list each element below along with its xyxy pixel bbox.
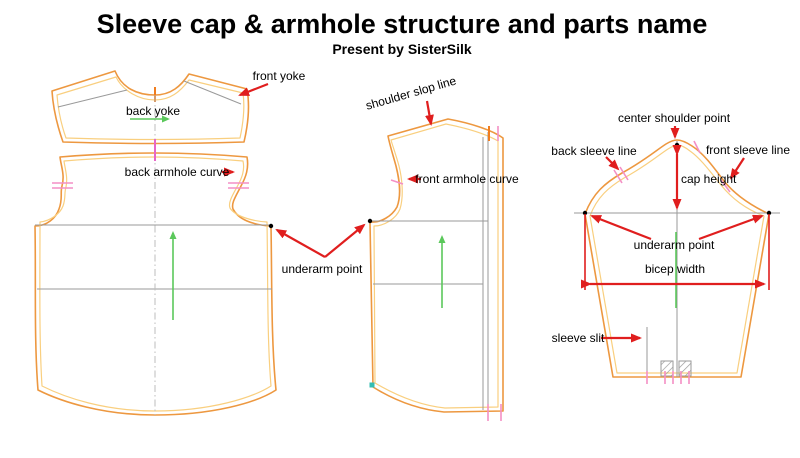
front-bodice-piece [367, 118, 504, 421]
underarm-arrow-left [275, 229, 326, 258]
back-cap-notch [613, 166, 629, 184]
page-subtitle: Present by SisterSilk [332, 41, 472, 57]
underarm-point-sleeve-label: underarm point [634, 238, 715, 252]
sleeve-piece [574, 139, 780, 384]
shoulder-seam-line-right [183, 80, 242, 105]
underarm-point-bodice-label: underarm point [282, 262, 363, 276]
sleeve-underarm-arrow-right [698, 214, 764, 241]
bicep-width-label: bicep width [645, 262, 705, 276]
sleeve-underarm-dot-left [582, 210, 588, 216]
back-sleeve-arrow [605, 156, 620, 171]
back-yoke-piece [51, 70, 250, 145]
cuff-notches [646, 371, 690, 384]
back-armhole-curve-label: back armhole curve [125, 165, 230, 179]
front-cap-notch-mid [720, 179, 731, 193]
cap-height-label: cap height [681, 172, 737, 186]
front-sleeve-arrow [729, 157, 745, 180]
pleat-mark-2 [678, 360, 692, 377]
back-bodice-outline [34, 152, 277, 416]
back-yoke-label: back yoke [126, 104, 180, 118]
front-sleeve-line-label: front sleeve line [706, 143, 790, 157]
front-cap-notch-top [693, 140, 701, 154]
page-title: Sleeve cap & armhole structure and parts… [97, 9, 708, 39]
front-bodice-outline [369, 118, 504, 413]
center-shoulder-dot [674, 142, 680, 148]
part-labels: front yoke back yoke back armhole curve … [125, 69, 791, 345]
pleat-mark-1 [660, 360, 674, 377]
front-armhole-notch [390, 179, 404, 185]
center-shoulder-point-label: center shoulder point [618, 111, 731, 125]
annotations [222, 82, 770, 343]
sleeve-slit-label: sleeve slit [552, 331, 605, 345]
sleeve-outline [584, 139, 770, 378]
back-sleeve-line-label: back sleeve line [551, 144, 637, 158]
front-underarm-dot [367, 218, 373, 224]
hem-corner-mark [369, 382, 375, 388]
back-underarm-dot [268, 223, 274, 229]
front-armhole-curve-label: front armhole curve [415, 172, 519, 186]
shoulder-slop-line-label: shoulder slop line [364, 73, 458, 112]
back-yoke-outline [51, 70, 250, 145]
front-yoke-arrow [238, 82, 269, 97]
back-armhole-notch-right [228, 182, 249, 189]
back-bodice-seam-line [39, 156, 272, 412]
back-yoke-seam-line [56, 76, 245, 141]
front-yoke-label: front yoke [253, 69, 306, 83]
shoulder-seam-line-left [57, 89, 128, 108]
shoulder-slop-arrow [425, 100, 434, 126]
back-bodice-piece [34, 95, 277, 416]
underarm-arrow-right [324, 223, 366, 258]
sleeve-underarm-arrow-left [590, 214, 652, 241]
front-bodice-seam-line [373, 123, 499, 409]
sleeve-underarm-dot-right [766, 210, 772, 216]
back-armhole-notch-left [52, 182, 73, 189]
